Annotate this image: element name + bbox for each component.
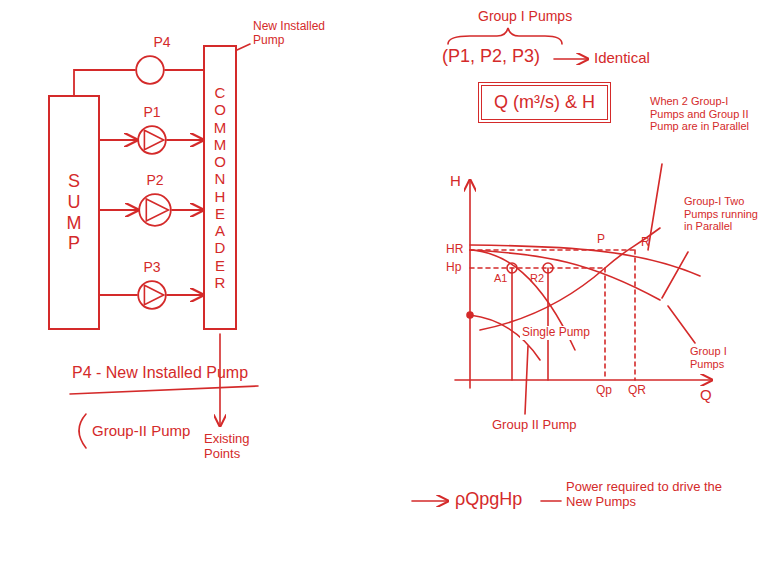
axis-tick: HR <box>446 243 463 257</box>
axis-label: H <box>450 172 461 189</box>
pump-curve <box>470 245 700 276</box>
flow-line <box>634 250 636 380</box>
pump-label: P3 <box>137 259 167 275</box>
leader-line <box>668 306 695 343</box>
pump-outline <box>135 55 165 85</box>
pump-circle <box>138 281 166 309</box>
pipe-connector <box>172 209 203 211</box>
underline <box>70 386 258 394</box>
pipe-connector <box>167 294 203 296</box>
callout-note: New Installed Pump <box>253 20 333 48</box>
arrow <box>554 58 588 60</box>
q-axis <box>455 379 712 381</box>
system-curve <box>480 228 660 330</box>
pump-circle <box>138 126 166 154</box>
operating-point <box>543 263 553 273</box>
head-line <box>470 249 635 251</box>
curve-note: When 2 Group-I Pumps and Group II Pump a… <box>650 95 758 133</box>
pump-outline <box>137 125 167 155</box>
pump-label: P2 <box>138 172 172 188</box>
flow-line <box>604 268 606 380</box>
leader-line <box>237 44 250 50</box>
pipe-connector <box>167 139 203 141</box>
pump-label: P4 <box>147 34 177 50</box>
h-axis <box>469 180 471 388</box>
pump-symbol: P4 <box>135 55 165 85</box>
note: Group-II Pump <box>92 422 190 439</box>
axis-tick: Qp <box>596 384 612 398</box>
leader-line <box>525 346 528 414</box>
curve-note: Group-I Two Pumps running in Parallel <box>684 195 762 233</box>
pump-circle <box>139 194 171 226</box>
point-label: A1 <box>494 272 507 285</box>
pump-triangle <box>144 285 163 304</box>
pump-triangle <box>146 199 168 221</box>
note: Power required to drive the New Pumps <box>566 480 731 510</box>
header-pipe: COMMON HEADER <box>203 45 237 330</box>
pump-triangle <box>144 130 163 149</box>
formula: ρQpgHp <box>455 489 522 510</box>
pump-curve <box>470 250 660 300</box>
pipe-connector <box>100 209 138 211</box>
pump-symbol: P1 <box>137 125 167 155</box>
flow-line <box>511 268 513 380</box>
pipe-connector <box>100 294 137 296</box>
pump-outline <box>138 193 172 227</box>
arrow <box>412 500 448 502</box>
heading-note: Group I Pumps <box>478 8 572 24</box>
vertical-label: SUMP <box>65 171 83 254</box>
vertical-label: COMMON HEADER <box>213 84 228 291</box>
pump-label: P1 <box>137 104 167 120</box>
pump-circle <box>136 56 164 84</box>
pump-symbol: P3 <box>137 280 167 310</box>
curve-note: Group II Pump <box>492 418 577 433</box>
pump-list: (P1, P2, P3) <box>442 46 540 67</box>
flow-line <box>547 268 549 380</box>
curve-note: Group I Pumps <box>690 345 760 370</box>
axis-tick: QR <box>628 384 646 398</box>
note: Existing Points <box>204 432 284 462</box>
curve-note: Single Pump <box>520 326 592 340</box>
sump-tank: SUMP <box>48 95 100 330</box>
point-label: R2 <box>530 272 544 285</box>
formula-box: Q (m³/s) & H <box>478 82 611 123</box>
pipe-connector <box>74 70 135 95</box>
pump-symbol: P2 <box>138 193 172 227</box>
pipe-connector <box>165 69 203 71</box>
leader-line <box>648 164 662 250</box>
point-dot <box>467 312 473 318</box>
note: P4 - New Installed Pump <box>72 364 248 382</box>
note: Identical <box>594 49 650 66</box>
axis-label: Q <box>700 386 712 403</box>
bracket <box>79 414 86 448</box>
leader-line <box>662 252 688 298</box>
box-label: Q (m³/s) & H <box>494 92 595 113</box>
dash <box>541 500 561 502</box>
pump-outline <box>137 280 167 310</box>
sketch-lines <box>70 28 712 501</box>
point-label: P <box>597 233 605 247</box>
point-label: R <box>641 236 650 250</box>
brace <box>448 28 562 44</box>
pipe-connector <box>100 139 137 141</box>
axis-tick: Hp <box>446 261 461 275</box>
